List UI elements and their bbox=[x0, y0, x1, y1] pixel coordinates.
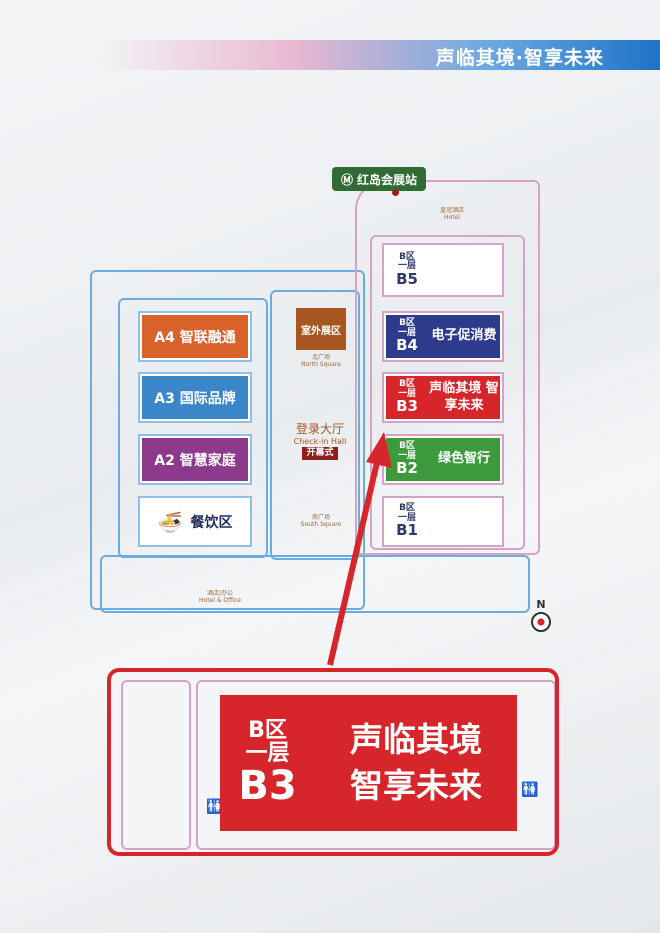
road-outline bbox=[355, 180, 540, 555]
zone-a4[interactable]: A4 智联融通 bbox=[140, 313, 250, 360]
slogan-banner: 声临其境·智享未来 bbox=[100, 40, 660, 70]
station-marker bbox=[392, 189, 399, 196]
b3-inset-map: 🚻 🚻 B区 一层 B3 声临其境智享未来 bbox=[107, 668, 559, 856]
station-name: 红岛会展站 bbox=[357, 172, 418, 187]
road-outline bbox=[121, 680, 191, 850]
opening-ceremony-badge[interactable]: 开幕式 bbox=[302, 447, 338, 460]
compass: N bbox=[528, 598, 554, 633]
road-outline bbox=[370, 235, 525, 550]
road-outline bbox=[90, 270, 365, 610]
compass-icon bbox=[531, 612, 551, 632]
road-outline bbox=[118, 298, 268, 558]
bowl-icon: 🍜 bbox=[157, 509, 183, 534]
restroom-icon: 🚻 bbox=[521, 782, 539, 798]
zone-a3[interactable]: A3 国际品牌 bbox=[140, 374, 250, 421]
zone-a2[interactable]: A2 智慧家庭 bbox=[140, 436, 250, 483]
inset-zone-b3[interactable]: B区 一层 B3 声临其境智享未来 bbox=[220, 695, 517, 831]
restroom-icon: 🚻 bbox=[206, 799, 224, 815]
metro-station-label[interactable]: Ⓜ 红岛会展站 bbox=[332, 167, 426, 191]
zone-dining[interactable]: 🍜餐饮区 bbox=[140, 498, 250, 545]
metro-icon: Ⓜ bbox=[340, 172, 353, 187]
road-outline bbox=[196, 680, 555, 850]
road-outline bbox=[270, 290, 360, 560]
slogan: 声临其境·智享未来 bbox=[435, 47, 604, 69]
outdoor-exhibit-area[interactable]: 室外展区 bbox=[296, 308, 346, 350]
road-outline bbox=[100, 555, 530, 613]
